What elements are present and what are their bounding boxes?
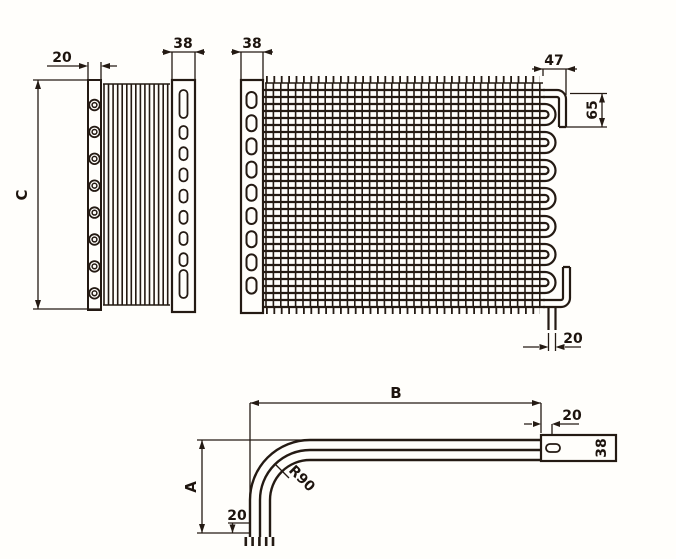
return-bend-loop (88, 98, 101, 112)
front-top-outlet-tube (543, 88, 568, 129)
dim-front-47: 47 (532, 53, 577, 95)
return-bend-loop (88, 125, 101, 139)
return-bend-loop (88, 287, 101, 300)
plate-slot (178, 146, 189, 162)
dim-top-A: A (182, 439, 309, 534)
dim-label-front-38: 38 (242, 36, 261, 52)
top-end-plate (539, 433, 618, 463)
front-view: 38 47 65 20 (231, 36, 607, 351)
plate-slot (245, 276, 258, 295)
dim-top-right-20: 20 (524, 408, 582, 435)
plate-slot (245, 230, 258, 249)
return-bend-loop (88, 152, 101, 166)
dim-label-C: C (13, 189, 31, 200)
side-end-plate (170, 78, 197, 314)
dim-label-side-38: 38 (173, 36, 192, 52)
dim-label-side-20: 20 (52, 50, 72, 66)
plate-slot-long (178, 89, 189, 119)
dim-label-B: B (390, 384, 401, 402)
return-bend-loop-inner (91, 290, 98, 297)
dim-side-overhang-20: 20 (47, 50, 117, 80)
dim-top-R90: R90 (274, 463, 318, 496)
front-u-bends (544, 102, 557, 295)
return-bend-loop-inner (91, 209, 98, 216)
return-bend-loop (88, 206, 101, 219)
top-tube-lines (248, 438, 541, 537)
side-plate-slots (178, 89, 189, 299)
return-bend-loop (88, 260, 101, 273)
side-view: C 20 38 (13, 36, 205, 314)
side-return-bend-strip (87, 79, 102, 311)
dim-label-A: A (182, 481, 200, 493)
return-bend-loop-inner (91, 128, 98, 136)
front-bottom-outlet-tube (543, 265, 572, 309)
return-bend-loop (88, 233, 101, 246)
dim-label-R90: R90 (285, 463, 318, 496)
top-plate-slot (545, 443, 561, 453)
plate-slot (245, 253, 258, 272)
front-bottom-stub-tube (547, 307, 557, 330)
dim-label-top-left-20: 20 (227, 508, 247, 524)
plate-slot (178, 167, 189, 183)
dim-top-left-20: 20 (227, 508, 251, 533)
top-view: 38 B 20 A 20 R90 (182, 384, 618, 546)
plate-slot (245, 207, 258, 225)
return-bend-loop-inner (91, 101, 98, 109)
return-bend-loop-inner (91, 263, 98, 270)
front-tube-row-lines (263, 88, 545, 309)
plate-slot (245, 91, 258, 109)
front-plate-slots (245, 91, 258, 295)
plate-slot (245, 183, 258, 202)
dim-label-47: 47 (544, 53, 563, 69)
plate-slot-long (178, 269, 189, 299)
plate-slot (178, 209, 189, 225)
front-end-plate (239, 78, 265, 315)
return-bend-loop-inner (91, 155, 98, 162)
dim-front-plate-38: 38 (231, 36, 273, 80)
side-fin-lines (103, 84, 169, 305)
plate-slot (178, 188, 189, 204)
plate-slot (178, 125, 189, 140)
return-bend-loop (88, 179, 101, 192)
return-bend-loop-inner (91, 182, 98, 189)
dim-label-65: 65 (585, 100, 601, 119)
dim-side-plate-38: 38 (162, 36, 205, 80)
plate-slot (178, 252, 189, 268)
plate-slot (178, 231, 189, 246)
dim-label-top-right-20: 20 (562, 408, 582, 424)
dim-top-B: B (249, 384, 542, 500)
dim-label-top-38: 38 (594, 438, 610, 457)
dim-front-65: 65 (566, 92, 607, 128)
plate-slot (245, 160, 258, 179)
return-bend-loop-inner (91, 236, 98, 243)
side-return-bend-loops (88, 98, 101, 300)
plate-slot (245, 114, 258, 133)
plate-slot (245, 137, 258, 156)
dim-label-front-bottom-20: 20 (563, 331, 583, 347)
dim-front-bottom-20: 20 (523, 331, 583, 351)
